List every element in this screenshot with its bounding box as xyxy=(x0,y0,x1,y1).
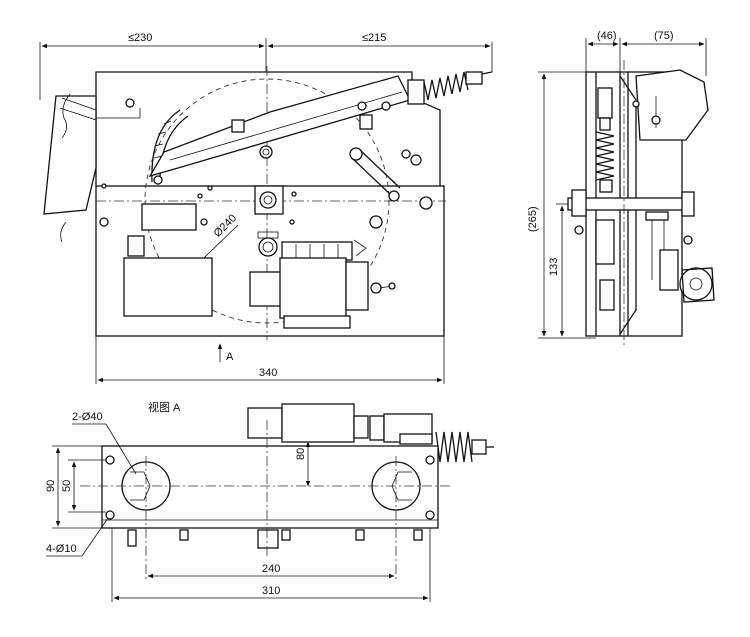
bottom-spring xyxy=(435,431,494,463)
front-top-dimension xyxy=(39,38,493,100)
holes-small-label: 4-Ø10 xyxy=(46,543,77,555)
dim-top-left-label: (46) xyxy=(597,30,617,42)
left-arm xyxy=(43,95,97,215)
side-spring xyxy=(595,87,615,193)
dim-310-label: 310 xyxy=(262,585,280,597)
dim-lower-label: 133 xyxy=(548,258,560,276)
side-arm xyxy=(635,69,709,141)
bottom-view: 视图 A xyxy=(45,400,494,602)
side-view: (46) (75) (265) 133 xyxy=(527,30,715,345)
holes-large-label: 2-Ø40 xyxy=(72,411,103,423)
front-view: ≤230 ≤215 Ø240 xyxy=(39,32,493,384)
dim-left-label: ≤230 xyxy=(128,32,152,44)
brake-lever xyxy=(148,75,411,178)
view-a-title: 视图 A xyxy=(148,400,181,414)
dim-90-label: 90 xyxy=(45,480,57,492)
dim-80-label: 80 xyxy=(295,448,307,460)
view-arrow-label: A xyxy=(226,351,234,363)
dim-width-label: 340 xyxy=(259,367,277,379)
dim-50-label: 50 xyxy=(61,480,73,492)
dim-240-label: 240 xyxy=(262,563,280,575)
top-spring xyxy=(407,71,493,105)
dim-height-label: (265) xyxy=(527,206,539,232)
electromagnet xyxy=(249,239,396,329)
dim-top-right-label: (75) xyxy=(654,30,674,42)
dim-right-label: ≤215 xyxy=(362,32,386,44)
